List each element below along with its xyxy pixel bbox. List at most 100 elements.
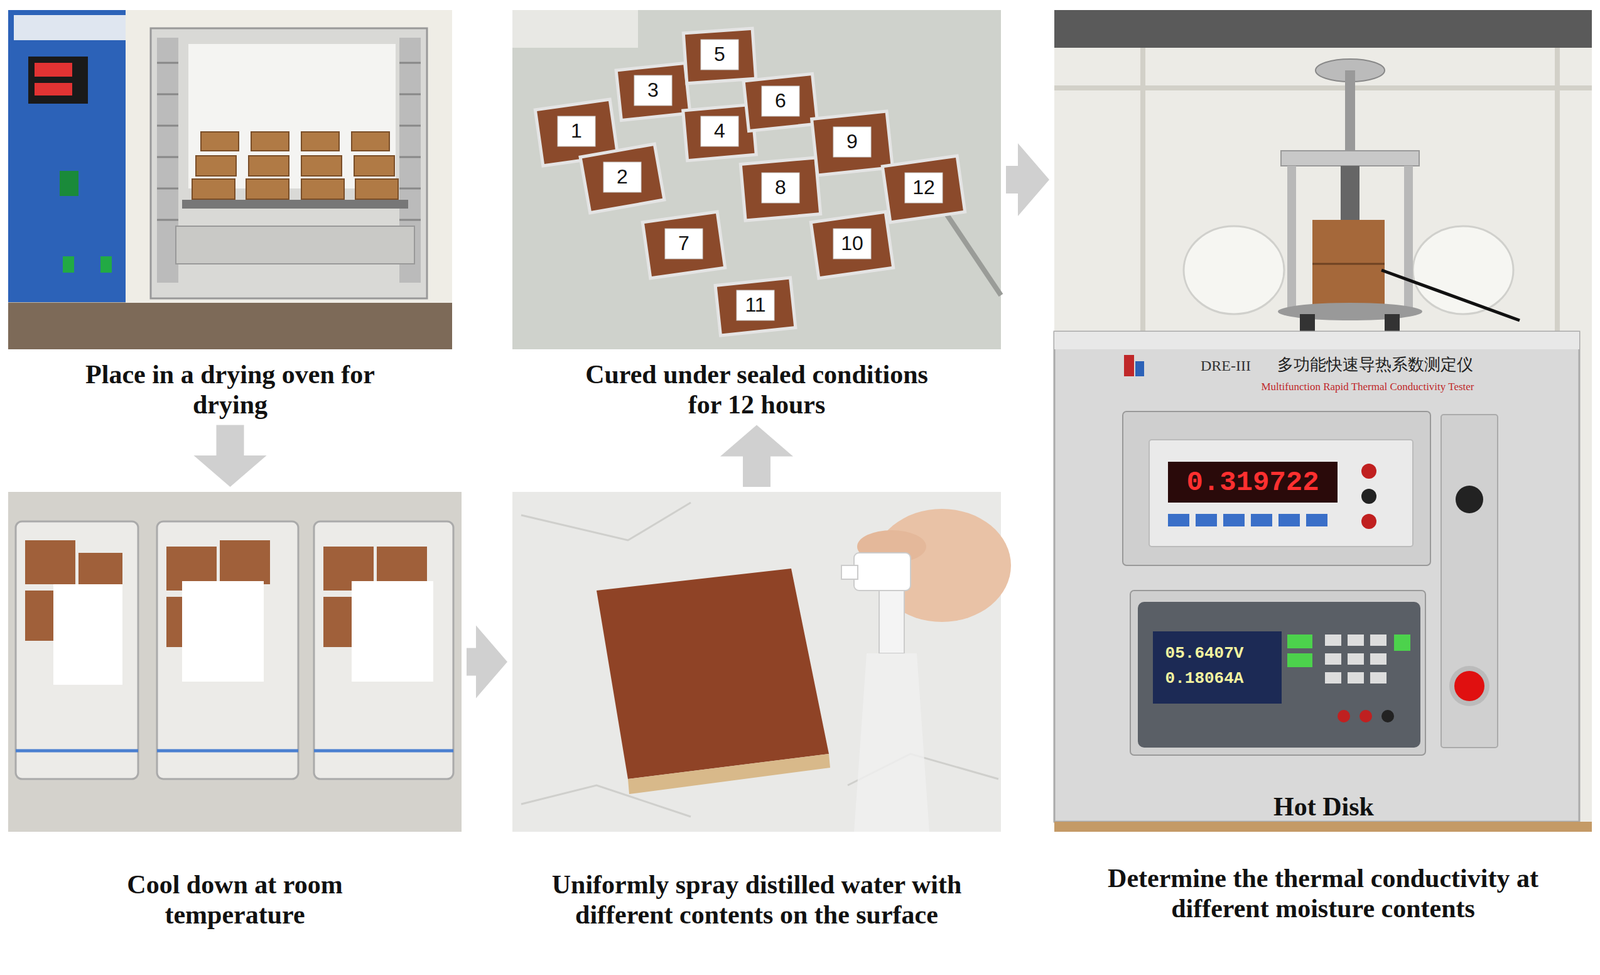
hot-disk-photo-part (1149, 439, 1413, 547)
hot-disk-photo-part-part (1054, 85, 1592, 91)
cured-blocks-photo-part-part (683, 28, 756, 83)
cured-blocks-photo-part-part (715, 277, 796, 336)
sealed-bags-photo-part (8, 491, 462, 832)
hot-disk-photo-part (1312, 263, 1385, 265)
drying-oven-photo-part-part (246, 178, 289, 200)
drying-oven-photo-part-part (156, 219, 179, 222)
cured-blocks-photo-part-part (833, 228, 871, 259)
spraying-photo-part-part (521, 784, 691, 817)
drying-oven-photo-part (150, 28, 428, 299)
flow-arrow (720, 425, 794, 487)
sample-number: 4 (713, 119, 726, 142)
drying-oven-photo-part-part (248, 155, 289, 176)
photo-panel: Place in a drying oven for drying (8, 10, 453, 421)
flow-arrow (194, 425, 267, 487)
hot-disk-photo-part-part (1324, 671, 1342, 684)
hot-disk-photo-part (1054, 10, 1592, 48)
hot-disk-photo-part-part (1195, 513, 1217, 527)
current-reading: 0.18064A (1165, 669, 1244, 688)
cured-blocks-photo-part-part (810, 211, 893, 279)
hot-disk-photo-part (1454, 670, 1485, 701)
drying-oven-photo-part-part (399, 124, 421, 127)
cured-blocks-photo-part-part (882, 155, 965, 223)
hot-disk-photo-part (1404, 165, 1413, 311)
drying-oven-photo-part (8, 10, 453, 350)
cured-blocks-photo-part (557, 39, 943, 321)
drying-oven-photo-part-part (156, 62, 179, 65)
cured-blocks-photo-part-part (616, 62, 691, 120)
cured-blocks-photo-part-part (557, 116, 596, 147)
drying-oven-photo-part-part (192, 178, 235, 200)
cured-blocks-photo-part-part (700, 116, 739, 147)
model-name: DRE-III (1200, 357, 1251, 374)
hot-disk-photo-part-part (1370, 671, 1387, 684)
sample-number: 6 (774, 89, 787, 112)
hot-disk-photo-part-part (1347, 653, 1364, 665)
sample-number: 8 (774, 176, 787, 199)
photo-area (8, 10, 453, 350)
photo-area (1054, 10, 1592, 822)
drying-oven-photo-part-part (156, 124, 179, 127)
cured-blocks-photo-part-part (634, 75, 672, 106)
sealed-bags-photo-part (15, 749, 454, 753)
cured-blocks-photo-part-part (811, 111, 893, 176)
hot-disk-photo (1054, 10, 1592, 832)
drying-oven-photo-part (156, 62, 421, 220)
spraying-photo-part (627, 753, 831, 794)
instrument-label: Hot Disk (1273, 791, 1374, 821)
flow-arrow (466, 625, 508, 699)
hot-disk-photo-part (1340, 165, 1360, 220)
sample-number: 10 (840, 232, 864, 255)
cured-blocks-photo-part (535, 28, 965, 336)
hot-disk-photo-part (1137, 601, 1421, 748)
hot-disk-photo-part (1281, 150, 1420, 166)
hot-disk-photo-part (1345, 70, 1356, 152)
cured-blocks-photo-part-part (833, 126, 871, 157)
drying-oven-photo-part-part (399, 219, 421, 222)
hot-disk-photo-part-part (1250, 513, 1273, 527)
sealed-bags-photo-part-part (313, 749, 454, 753)
drying-oven-photo-part-part (399, 93, 421, 96)
sample-number: 11 (744, 293, 766, 316)
hot-disk-photo-part-part (1347, 671, 1364, 684)
hot-disk-photo-part (1312, 219, 1385, 308)
drying-oven-photo-part (59, 170, 79, 196)
step-caption: Cool down at room temperature (99, 869, 370, 930)
photo-panel: Uniformly spray distilled water with dif… (512, 491, 1001, 930)
sealed-bags-photo-part (15, 521, 139, 779)
hot-disk-photo-part-part (1324, 653, 1342, 665)
spraying-photo-part-part (521, 502, 691, 541)
drying-oven-photo-part-part (301, 178, 345, 200)
drying-oven-photo-part-part (195, 155, 237, 176)
spraying-photo-part (596, 568, 829, 779)
sealed-bags-photo-part-part (15, 749, 139, 753)
sealed-bags-photo-part (313, 521, 454, 779)
sealed-bags-photo-part-part (219, 540, 271, 584)
drying-oven-photo-part-part (399, 62, 421, 65)
spraying-photo-part (854, 653, 930, 832)
cured-blocks-photo-part-part (580, 143, 665, 213)
hot-disk-photo-part (1337, 709, 1351, 723)
hot-disk-photo-part-part (1370, 634, 1387, 646)
drying-oven-photo-part-part (301, 155, 342, 176)
drying-oven-photo-part (188, 43, 396, 189)
drying-oven-photo-part (62, 256, 75, 273)
drying-oven-photo-part (13, 15, 131, 41)
cured-blocks-photo-part-part (700, 39, 739, 70)
hot-disk-photo-part (1277, 302, 1423, 321)
cured-blocks-photo (512, 10, 1001, 350)
hot-disk-photo-part (1455, 485, 1484, 514)
step-caption: Determine the thermal conductivity at di… (1071, 862, 1575, 924)
drying-oven-photo-part (156, 37, 179, 283)
hot-disk-photo-part (1441, 414, 1498, 748)
hot-disk-photo-part (1324, 634, 1387, 684)
drying-oven-photo-part (175, 226, 415, 264)
hot-disk-photo-part (1394, 634, 1411, 651)
hot-disk-photo-part (1287, 653, 1313, 667)
step-caption: Uniformly spray distilled water with dif… (530, 869, 983, 930)
drying-oven-photo-part (34, 62, 73, 77)
drying-oven-photo-part-part (156, 93, 179, 96)
hot-disk-photo-part-part (1347, 634, 1364, 646)
